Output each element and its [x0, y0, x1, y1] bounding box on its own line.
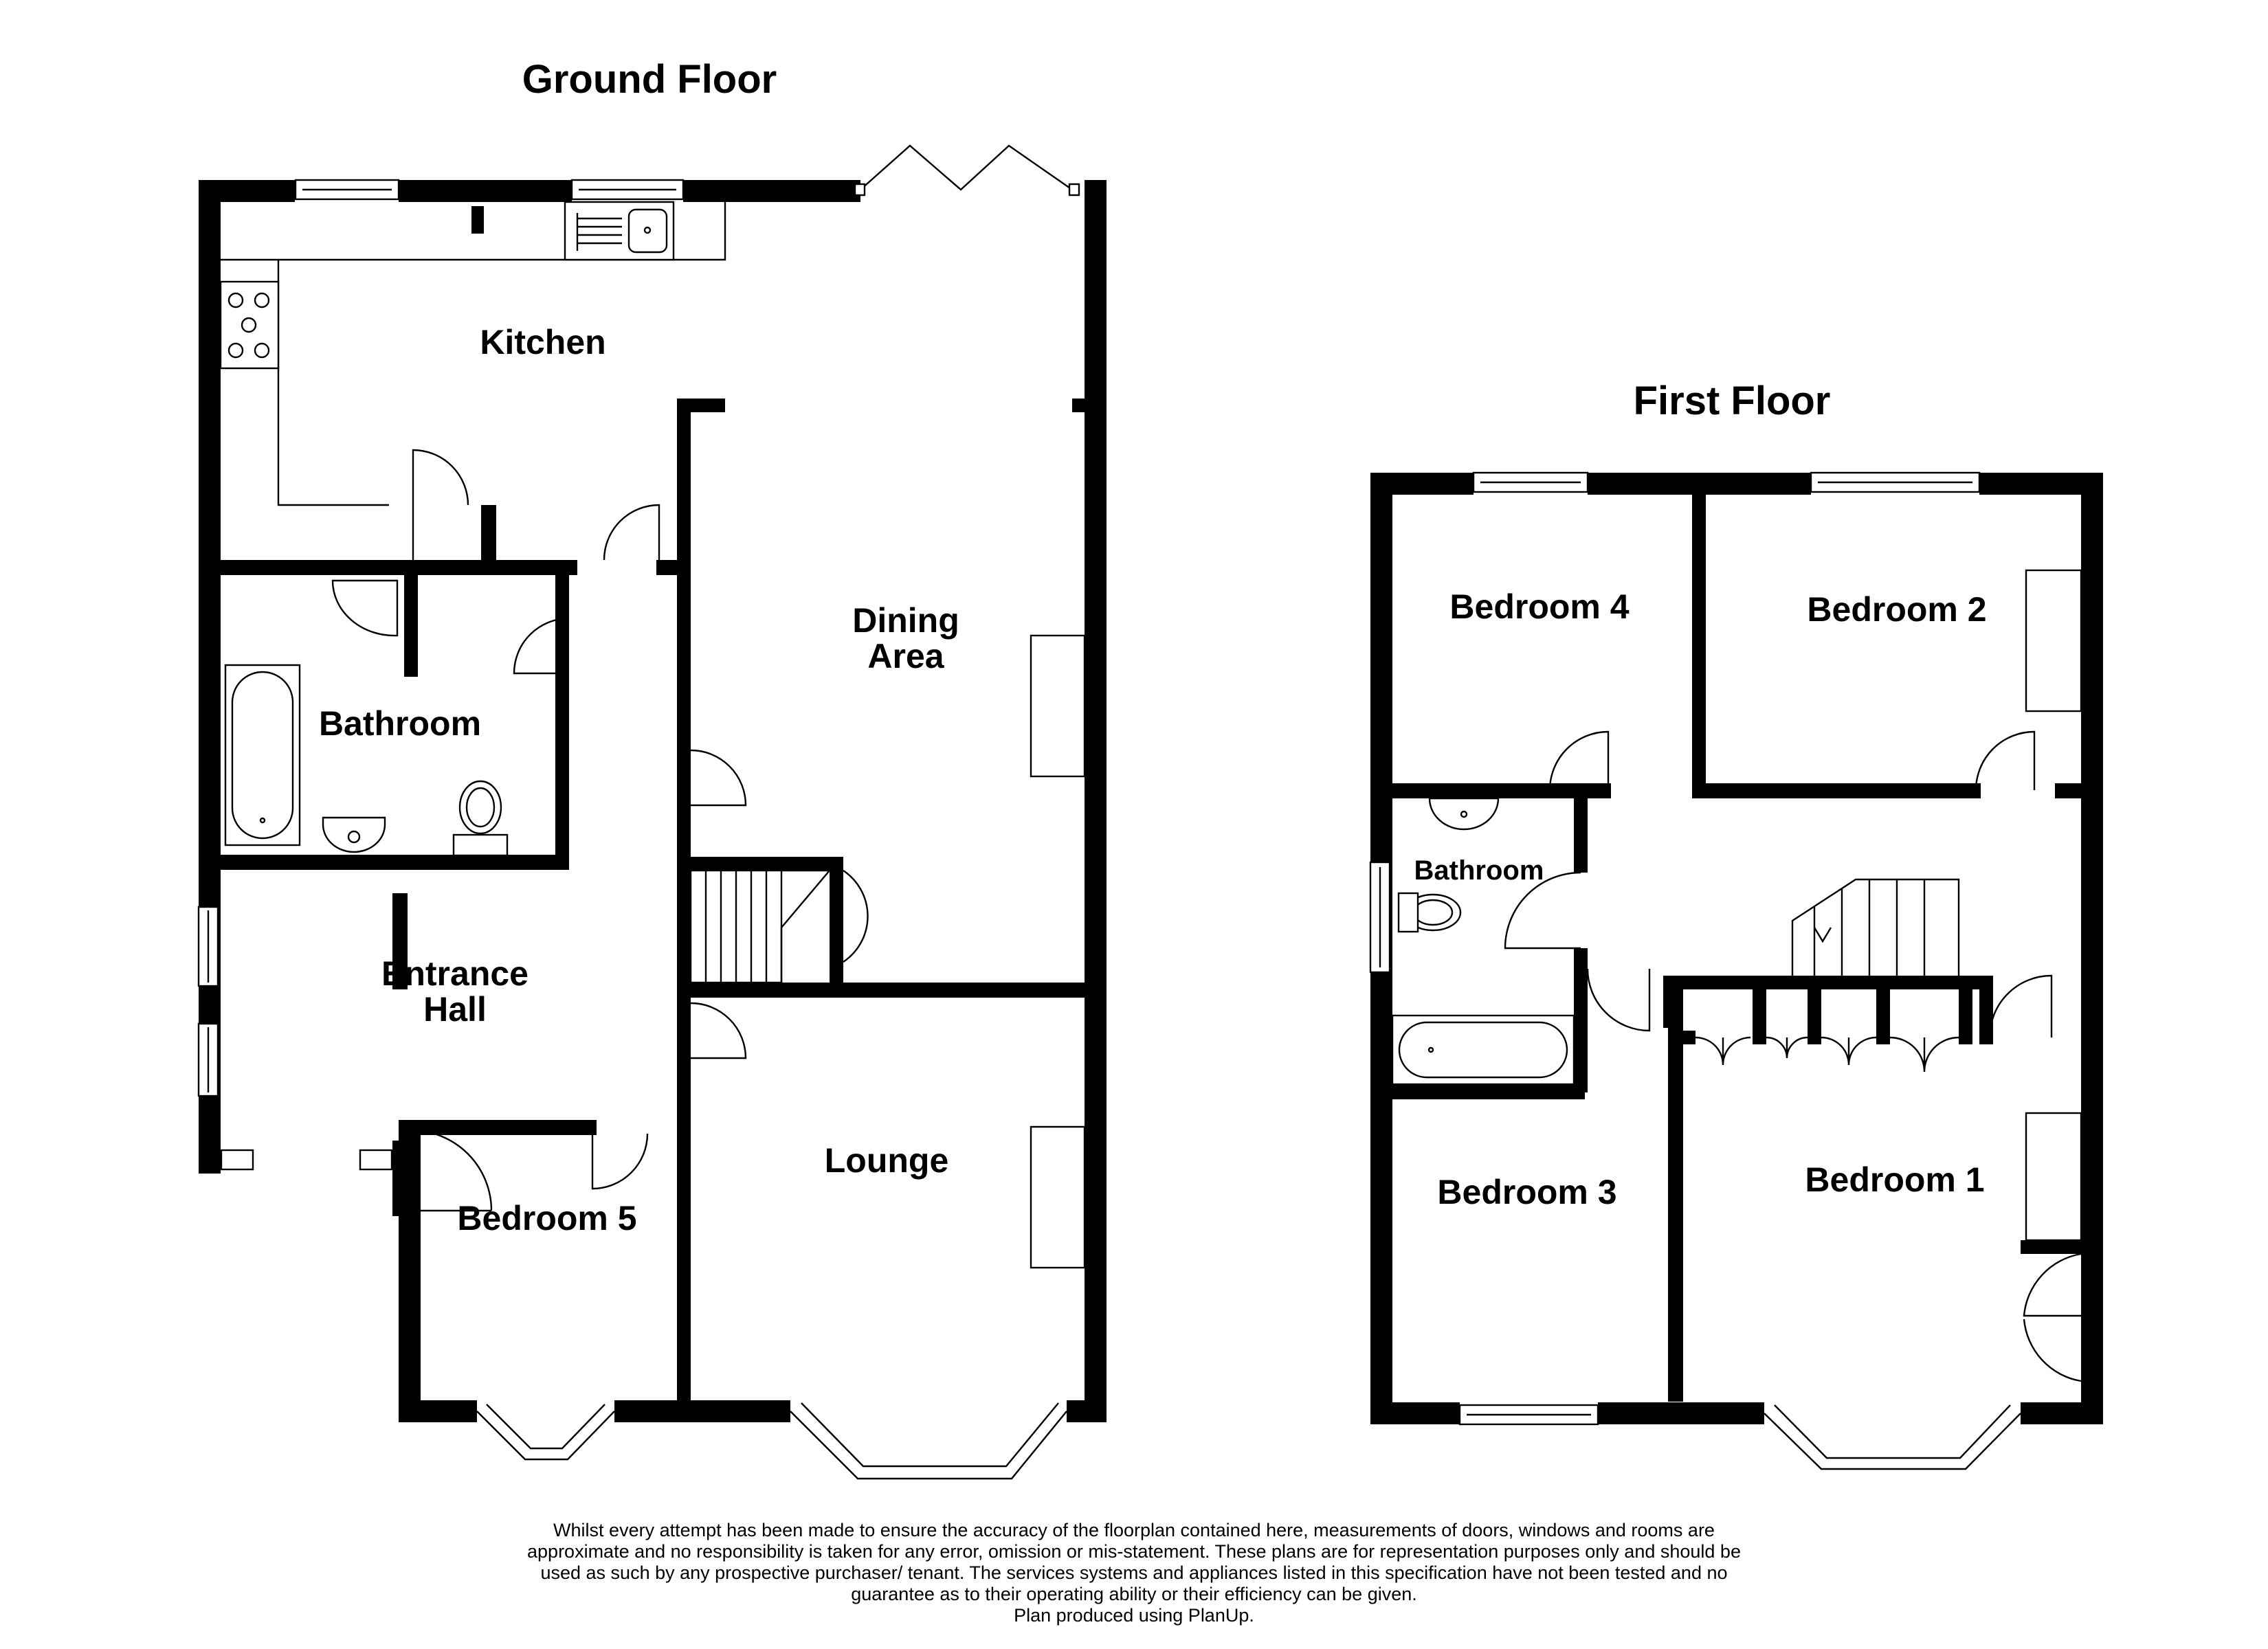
wardrobe-doors: [1695, 1036, 1751, 1066]
chimney-breast: [2025, 1112, 2082, 1242]
first-floor-windows: [1369, 471, 2021, 1470]
disclaimer-text: Whilst every attempt has been made to en…: [405, 1520, 1863, 1626]
wardrobe-doors: [1821, 1036, 1877, 1066]
bedroom-2-label: Bedroom 2: [1807, 590, 1986, 629]
plan-credit: Plan produced using PlanUp.: [1014, 1605, 1254, 1626]
ground-floor-plan: Ground Floor: [197, 57, 1107, 1480]
disclaimer-line: approximate and no responsibility is tak…: [527, 1541, 1741, 1562]
first-floor-plan: First Floor: [1369, 379, 2103, 1470]
door-swing: [1504, 871, 1581, 950]
hob: [219, 280, 280, 370]
shower-tray: [331, 579, 399, 637]
door-swing: [412, 449, 469, 560]
ground-bathroom-label: Bathroom: [319, 704, 481, 743]
ground-floor-title: Ground Floor: [522, 57, 777, 102]
bedroom-4-label: Bedroom 4: [1449, 587, 1629, 626]
door-swing: [690, 749, 747, 807]
door-swing: [690, 1002, 747, 1059]
door-swing: [1975, 730, 2036, 791]
door-swing: [410, 1129, 493, 1211]
bedroom-1-label: Bedroom 1: [1805, 1160, 1984, 1199]
ground-stairs: [689, 869, 832, 984]
window: [359, 1149, 393, 1171]
chimney-breast: [1030, 1125, 1086, 1269]
door-swing: [1586, 968, 1651, 1032]
door-swing: [1548, 730, 1610, 791]
first-bathroom-fixtures: [1391, 797, 1575, 1086]
ground-bathroom-fixtures: [224, 579, 509, 857]
ground-floor-windows: [197, 179, 1067, 1480]
bath: [1391, 1014, 1575, 1086]
wardrobe-doors: [1889, 1036, 1959, 1073]
kitchen-label: Kitchen: [480, 323, 605, 361]
first-stairs: [1791, 878, 1960, 976]
dining-area-label-line2: Area: [867, 637, 944, 675]
cupboard-doors: [2023, 1253, 2082, 1382]
dining-area-label: Dining: [852, 601, 959, 640]
first-floor-internal-walls: [1392, 495, 2082, 1402]
bath: [224, 664, 301, 846]
bay-window-bedroom-1: [1764, 1413, 2021, 1470]
toilet-cistern: [452, 833, 509, 857]
lounge-label: Lounge: [825, 1141, 949, 1180]
door-swing: [603, 504, 660, 561]
bifold-doors: [860, 144, 1073, 191]
door-swing: [591, 1133, 649, 1190]
window: [220, 1149, 254, 1171]
bedroom-3-label: Bedroom 3: [1437, 1173, 1616, 1211]
door-swing: [1988, 974, 2053, 1038]
wardrobe-doors: [1766, 1036, 1808, 1059]
entrance-hall-label-line2: Hall: [423, 990, 487, 1029]
chimney-breast: [1030, 634, 1086, 778]
bay-window-bedroom-5: [476, 1411, 615, 1461]
disclaimer-line: guarantee as to their operating ability …: [851, 1584, 1417, 1604]
first-bathroom-label: Bathroom: [1414, 855, 1544, 886]
kitchen-worktop: [219, 201, 726, 506]
disclaimer-line: Whilst every attempt has been made to en…: [553, 1520, 1715, 1540]
ground-floor-outer-walls: [199, 180, 1107, 1422]
first-floor-title: First Floor: [1634, 379, 1831, 423]
disclaimer-line: used as such by any prospective purchase…: [540, 1562, 1728, 1583]
entrance-hall-label: Entrance: [381, 954, 529, 993]
chimney-breast: [2025, 569, 2082, 713]
ground-floor-internal-walls: [206, 206, 1107, 1415]
first-doors: [1504, 730, 2082, 1382]
ground-doors: [410, 449, 869, 1212]
door-swing: [843, 870, 869, 963]
bedroom-5-label: Bedroom 5: [457, 1199, 636, 1237]
door-swing: [513, 617, 570, 675]
toilet-cistern: [1397, 892, 1419, 933]
bay-window-lounge: [790, 1411, 1067, 1480]
